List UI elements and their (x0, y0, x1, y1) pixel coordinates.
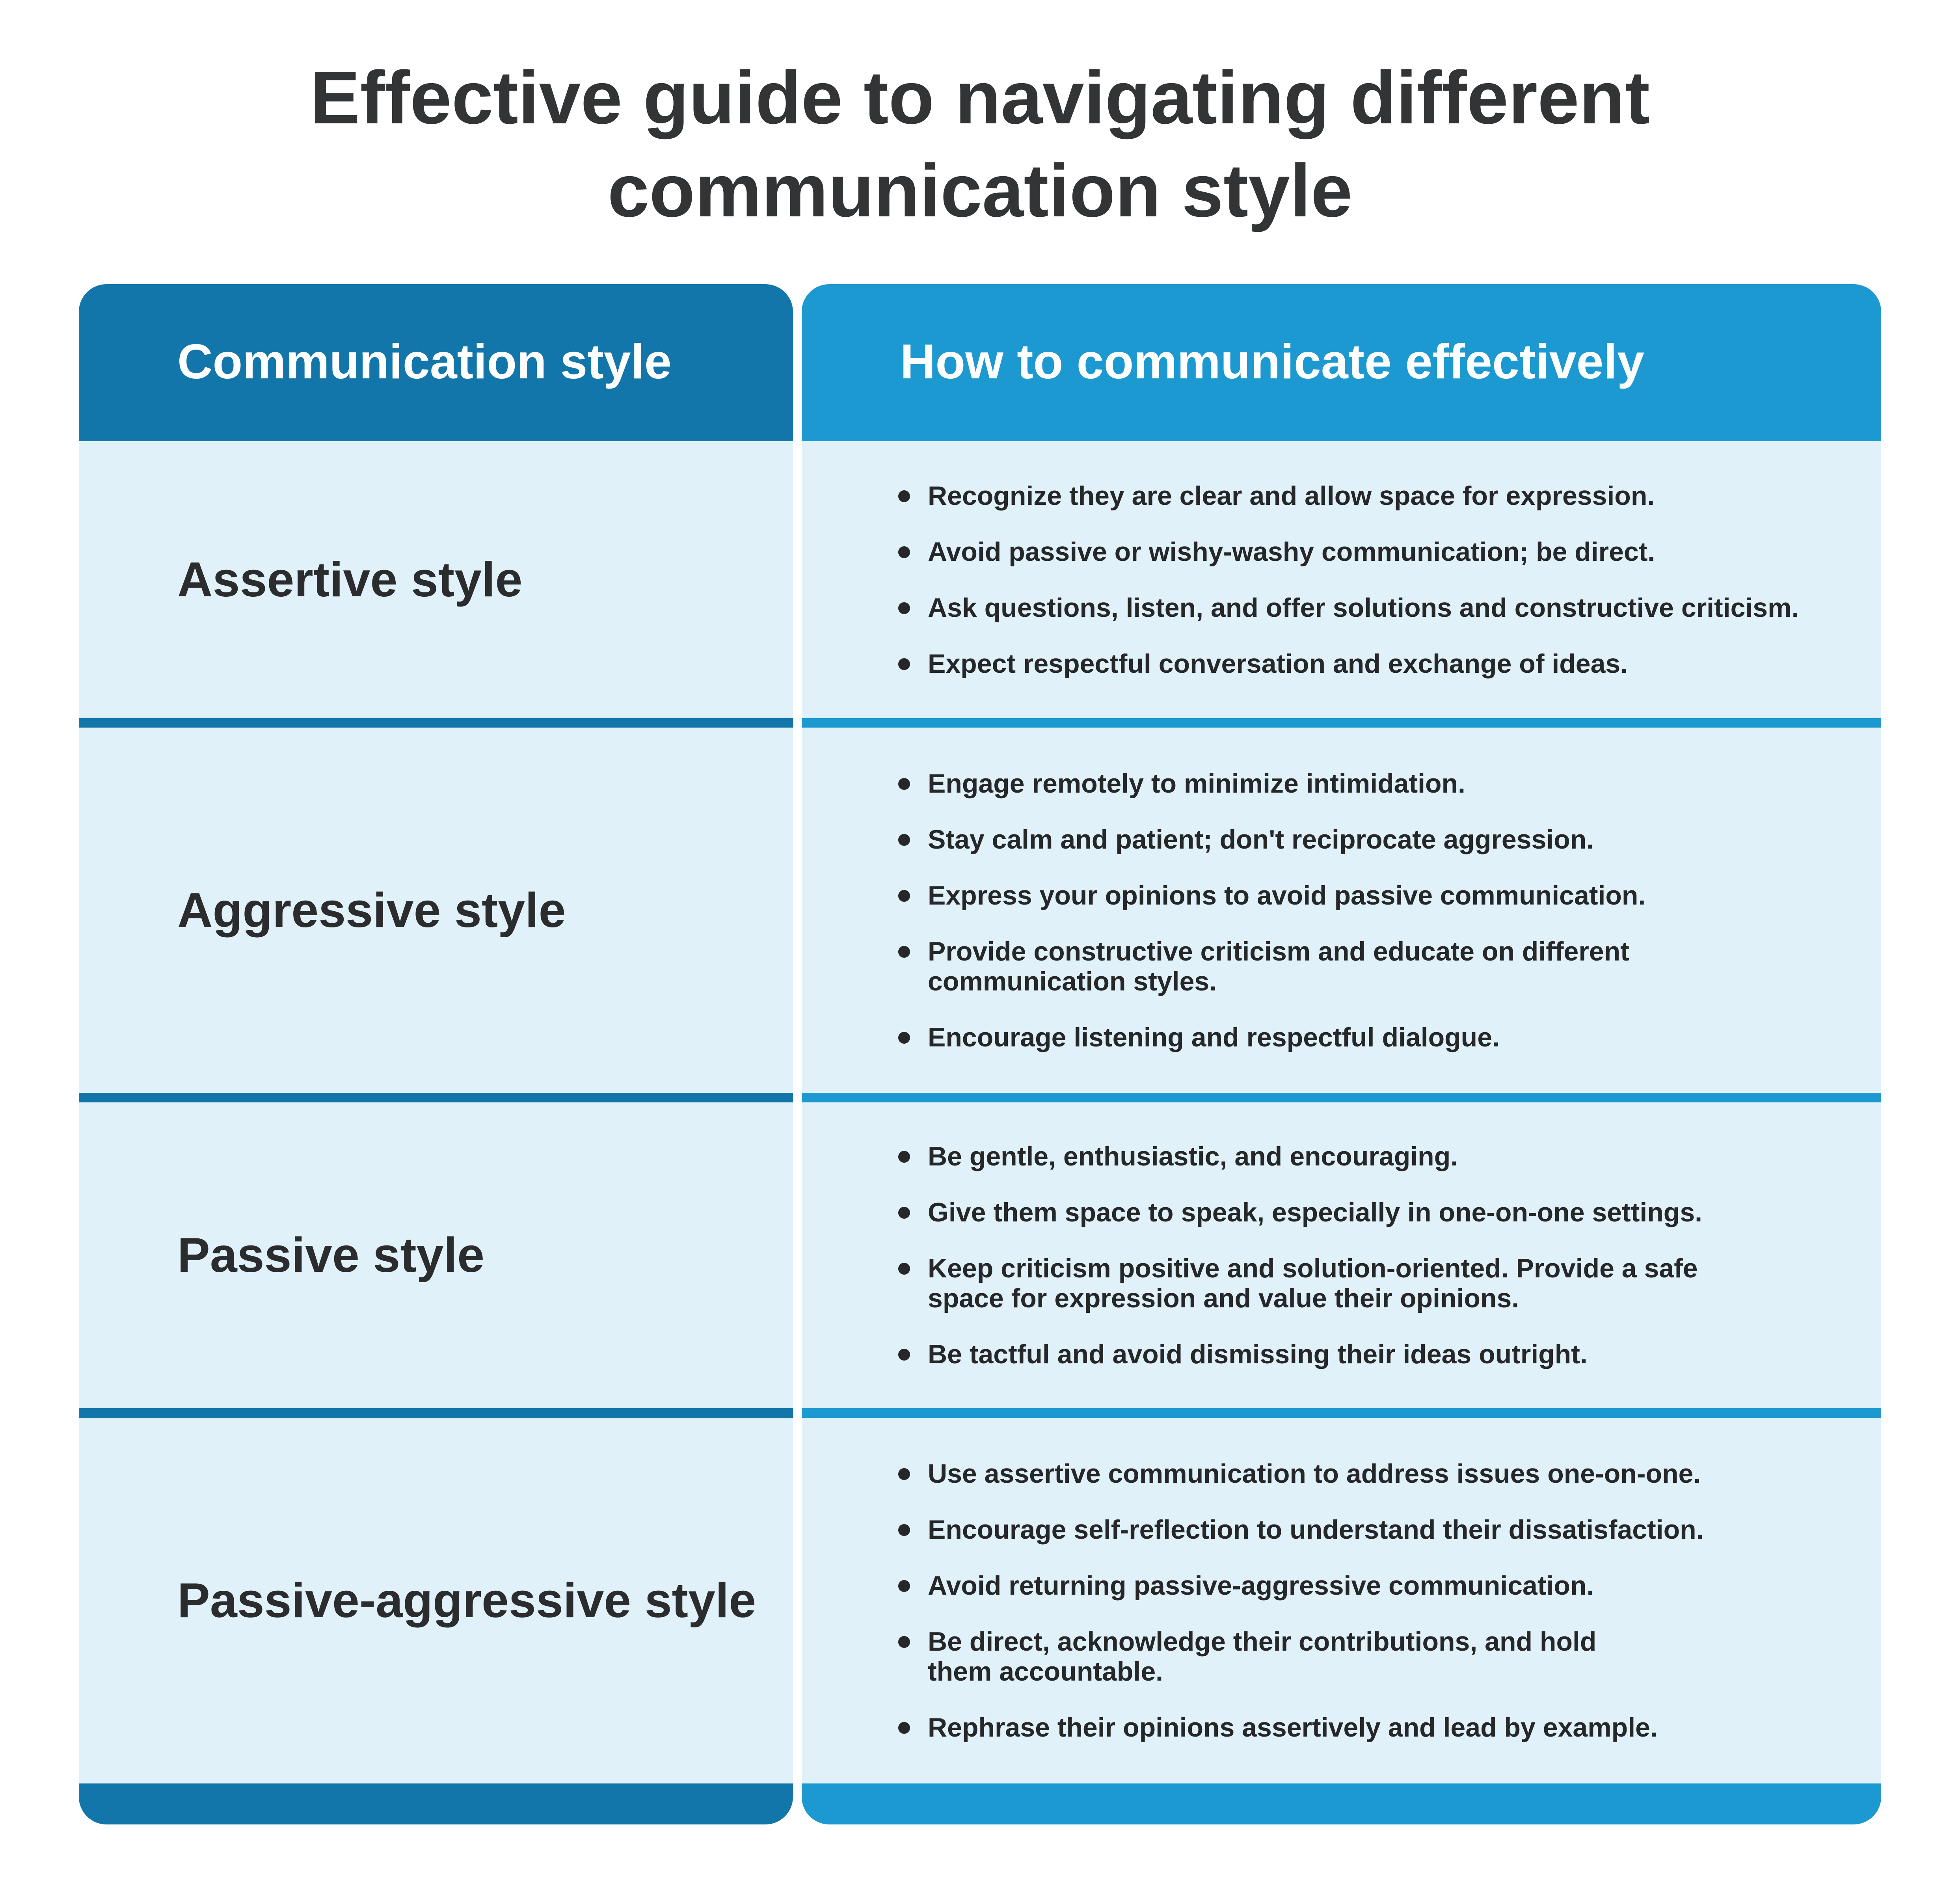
bullet-icon (898, 1031, 910, 1044)
title-line-2: communication style (607, 149, 1353, 233)
tip-item: Expect respectful conversation and excha… (898, 649, 1858, 679)
bullet-icon (898, 658, 910, 670)
tips-list: Use assertive communication to address i… (898, 1459, 1858, 1742)
header-how-to-communicate: How to communicate effectively (900, 334, 1645, 389)
bullet-icon (898, 834, 910, 846)
style-label: Passive style (177, 1228, 485, 1283)
bullet-icon (898, 1151, 910, 1163)
tip-item: Stay calm and patient; don't reciprocate… (898, 825, 1858, 854)
bullet-icon (898, 1524, 910, 1536)
style-cell-assertive: Assertive style (79, 441, 793, 718)
bullet-icon (898, 602, 910, 614)
tip-item: Ask questions, listen, and offer solutio… (898, 593, 1858, 623)
tip-item: Provide constructive criticism and educa… (898, 936, 1677, 996)
tip-item: Rephrase their opinions assertively and … (898, 1713, 1858, 1742)
tip-item: Engage remotely to minimize intimidation… (898, 769, 1858, 799)
page-title: Effective guide to navigating different … (0, 51, 1960, 237)
tips-cell-aggressive: Engage remotely to minimize intimidation… (802, 728, 1881, 1093)
style-cell-aggressive: Aggressive style (79, 728, 793, 1093)
tip-item: Encourage self-reflection to understand … (898, 1515, 1858, 1545)
header-communication-style: Communication style (177, 334, 672, 389)
tip-item: Express your opinions to avoid passive c… (898, 881, 1858, 910)
style-cell-passive-aggressive: Passive-aggressive style (79, 1418, 793, 1783)
title-line-1: Effective guide to navigating different (310, 56, 1650, 140)
bullet-icon (898, 890, 910, 902)
style-label: Aggressive style (177, 883, 566, 938)
bullet-icon (898, 546, 910, 558)
bullet-icon (898, 1580, 910, 1592)
tips-list: Recognize they are clear and allow space… (898, 481, 1858, 679)
tip-item: Encourage listening and respectful dialo… (898, 1022, 1858, 1052)
bullet-icon (898, 778, 910, 790)
how-column: How to communicate effectively Recognize… (802, 284, 1881, 1824)
style-column: Communication style Assertive style Aggr… (79, 284, 793, 1824)
style-cell-passive: Passive style (79, 1102, 793, 1408)
tip-item: Avoid passive or wishy-washy communicati… (898, 537, 1858, 567)
bullet-icon (898, 946, 910, 958)
bullet-icon (898, 1349, 910, 1361)
tips-cell-assertive: Recognize they are clear and allow space… (802, 441, 1881, 718)
tips-list: Be gentle, enthusiastic, and encouraging… (898, 1141, 1858, 1369)
tip-item: Use assertive communication to address i… (898, 1459, 1858, 1489)
bullet-icon (898, 1263, 910, 1275)
tips-list: Engage remotely to minimize intimidation… (898, 769, 1858, 1052)
bullet-icon (898, 1722, 910, 1734)
tips-cell-passive: Be gentle, enthusiastic, and encouraging… (802, 1102, 1881, 1408)
tip-item: Avoid returning passive-aggressive commu… (898, 1571, 1858, 1601)
tips-cell-passive-aggressive: Use assertive communication to address i… (802, 1418, 1881, 1783)
tip-item: Be direct, acknowledge their contributio… (898, 1627, 1618, 1687)
tip-item: Recognize they are clear and allow space… (898, 481, 1858, 511)
tip-item: Keep criticism positive and solution-ori… (898, 1253, 1716, 1313)
style-label: Passive-aggressive style (177, 1573, 756, 1628)
bullet-icon (898, 1468, 910, 1480)
bullet-icon (898, 490, 910, 502)
bullet-icon (898, 1207, 910, 1219)
bullet-icon (898, 1636, 910, 1648)
style-label: Assertive style (177, 552, 523, 607)
tip-item: Be gentle, enthusiastic, and encouraging… (898, 1141, 1858, 1171)
tip-item: Give them space to speak, especially in … (898, 1197, 1858, 1227)
tip-item: Be tactful and avoid dismissing their id… (898, 1339, 1858, 1369)
